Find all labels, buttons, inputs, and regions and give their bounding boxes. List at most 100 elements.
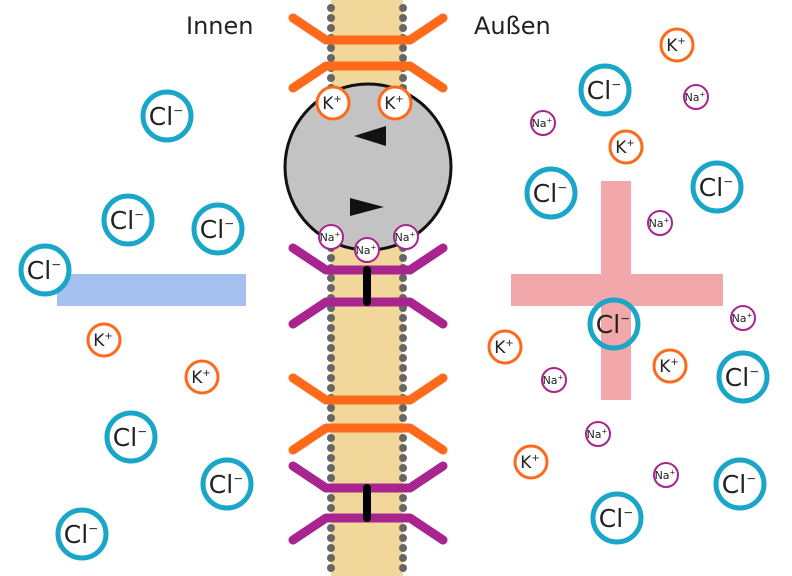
lipid-head	[327, 4, 335, 12]
lipid-head	[327, 14, 335, 22]
lipid-head	[327, 404, 335, 412]
potassium-ion-ring	[86, 322, 122, 358]
potassium-ion: K+	[659, 27, 695, 63]
lipid-head	[399, 324, 407, 332]
sodium-ion: Na+	[354, 237, 380, 263]
inside-label: Innen	[186, 12, 254, 40]
lipid-head	[327, 284, 335, 292]
lipid-head	[327, 494, 335, 502]
lipid-head	[327, 564, 335, 572]
chloride-ion-label: Cl−	[587, 76, 621, 105]
sodium-ion: Na+	[585, 421, 611, 447]
potassium-ion-label: K+	[615, 138, 635, 158]
potassium-ion-label: K+	[520, 453, 540, 473]
lipid-head	[399, 404, 407, 412]
sodium-ion-ring	[647, 210, 673, 236]
chloride-ion-ring	[713, 457, 767, 511]
lipid-head	[399, 564, 407, 572]
chloride-ion-label: Cl−	[200, 215, 234, 244]
outside-label: Außen	[474, 12, 551, 40]
sodium-ion-label: Na+	[356, 243, 377, 257]
sodium-ion-label: Na+	[649, 216, 670, 230]
lipid-head	[399, 4, 407, 12]
potassium-ion-ring	[608, 129, 644, 165]
chloride-ion-ring	[587, 297, 641, 351]
chloride-ion-label: Cl−	[113, 423, 147, 452]
sodium-potassium-pump	[283, 82, 453, 252]
lipid-head	[327, 274, 335, 282]
chloride-ion-ring	[18, 243, 72, 297]
chloride-ion-ring	[578, 63, 632, 117]
lipid-head	[399, 474, 407, 482]
lipid-head	[327, 44, 335, 52]
lipid-head	[399, 14, 407, 22]
lipid-head	[399, 344, 407, 352]
lipid-head	[327, 534, 335, 542]
chloride-ion-ring	[690, 160, 744, 214]
lipid-head	[399, 284, 407, 292]
chloride-ion-ring	[200, 457, 254, 511]
potassium-ion-label: K+	[666, 36, 686, 56]
positive-charge-marker	[511, 181, 723, 400]
chloride-ion-label: Cl−	[533, 179, 567, 208]
chloride-ion: Cl−	[716, 350, 770, 404]
chloride-ion-ring	[716, 350, 770, 404]
lipid-head	[399, 274, 407, 282]
sodium-ion-ring	[683, 84, 709, 110]
chloride-ion: Cl−	[587, 297, 641, 351]
chloride-ion: Cl−	[140, 89, 194, 143]
sodium-ion-label: Na+	[685, 90, 706, 104]
lipid-head	[399, 524, 407, 532]
potassium-ion-label: K+	[93, 331, 113, 351]
potassium-ion-label: K+	[494, 338, 514, 358]
chloride-ion: Cl−	[101, 193, 155, 247]
chloride-ion: Cl−	[55, 507, 109, 561]
sodium-ion: Na+	[683, 84, 709, 110]
chloride-ion-label: Cl−	[599, 504, 633, 533]
chloride-ion-ring	[191, 202, 245, 256]
potassium-ion: K+	[315, 85, 351, 121]
lipid-head	[399, 414, 407, 422]
ions: Cl−Cl−Cl−Cl−Cl−Cl−Cl−Cl−Cl−Cl−Cl−Cl−Cl−C…	[18, 27, 770, 561]
sodium-ion: Na+	[393, 224, 419, 250]
sodium-ion-label: Na+	[320, 230, 341, 244]
lipid-head	[327, 24, 335, 32]
chloride-ion-ring	[101, 193, 155, 247]
negative-charge-marker	[57, 274, 246, 306]
sodium-ion-label: Na+	[587, 427, 608, 441]
lipid-head	[327, 374, 335, 382]
chloride-ion: Cl−	[200, 457, 254, 511]
potassium-ion-label: K+	[659, 357, 679, 377]
chloride-ion-label: Cl−	[596, 310, 630, 339]
chloride-ion-ring	[590, 491, 644, 545]
lipid-head	[399, 384, 407, 392]
chloride-ion-ring	[55, 507, 109, 561]
potassium-ion: K+	[184, 359, 220, 395]
lipid-head	[327, 474, 335, 482]
lipid-head	[399, 464, 407, 472]
lipid-head	[399, 314, 407, 322]
sodium-channel-top	[288, 243, 448, 329]
lipid-head	[399, 364, 407, 372]
potassium-ion-ring	[513, 444, 549, 480]
lipid-head	[327, 74, 335, 82]
lipid-head	[327, 524, 335, 532]
potassium-ion: K+	[513, 444, 549, 480]
lipid-head	[399, 44, 407, 52]
potassium-ion: K+	[86, 322, 122, 358]
sodium-ion: Na+	[653, 462, 679, 488]
potassium-ion-label: K+	[384, 94, 404, 114]
potassium-ion-ring	[487, 329, 523, 365]
lipid-head	[399, 354, 407, 362]
sodium-ion: Na+	[730, 305, 756, 331]
potassium-ion-ring	[315, 85, 351, 121]
lipid-head	[327, 254, 335, 262]
lipid-head	[327, 444, 335, 452]
lipid-head	[327, 354, 335, 362]
pump-arrow-outward	[350, 198, 384, 216]
chloride-ion: Cl−	[191, 202, 245, 256]
sodium-ion: Na+	[530, 110, 556, 136]
lipid-head	[399, 254, 407, 262]
sodium-ion-label: Na+	[395, 230, 416, 244]
potassium-channel-bottom	[288, 373, 448, 455]
